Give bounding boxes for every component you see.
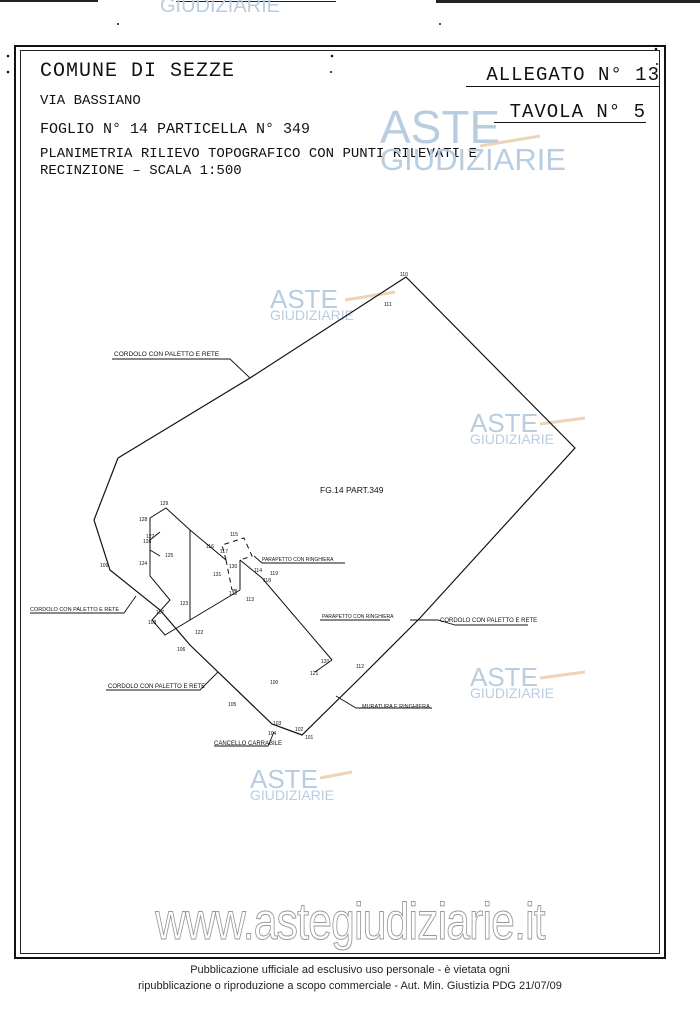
- point-label: 128: [139, 517, 148, 523]
- point-label: 107: [156, 610, 165, 616]
- callout-muratura: MURATURA E RINGHIERA: [362, 704, 430, 710]
- top-border-mid: [176, 1, 336, 2]
- top-border-right: [436, 0, 700, 3]
- comune-title: COMUNE DI SEZZE: [40, 60, 236, 83]
- point-label: 101: [305, 735, 314, 741]
- callout-leaders: [30, 358, 528, 747]
- footer-line-1: Pubblicazione ufficiale ad esclusivo uso…: [190, 964, 510, 976]
- aste-watermark-1: ASTE GIUDIZIARIE: [270, 284, 355, 323]
- point-label: 123: [180, 601, 189, 607]
- aste-watermark-large: ASTE GIUDIZIARIE: [380, 101, 567, 177]
- point-label: 110: [400, 272, 408, 278]
- dashed-lines: [221, 537, 253, 591]
- point-label: 116: [206, 544, 214, 550]
- point-label: 113: [246, 597, 254, 603]
- aste-watermark-2: ASTE GIUDIZIARIE: [470, 408, 555, 447]
- scan-specks: [6, 23, 658, 74]
- point-label: 109: [100, 563, 109, 569]
- planimetria-line-1: PLANIMETRIA RILIEVO TOPOGRAFICO CON PUNT…: [40, 146, 477, 162]
- tavola-label: TAVOLA N° 5: [509, 101, 646, 123]
- via-label: VIA BASSIANO: [40, 93, 141, 109]
- callout-parapetto-1: PARAPETTO CON RINGHIERA: [262, 557, 334, 563]
- building-outline: [149, 507, 333, 673]
- point-label: 108: [148, 620, 157, 626]
- point-label: 105: [228, 702, 237, 708]
- top-border-left: [0, 0, 98, 2]
- point-label: 104: [268, 731, 277, 737]
- tavola-underline: [494, 122, 646, 123]
- point-label: 115: [230, 532, 238, 538]
- point-label: 132: [229, 591, 238, 597]
- point-label: 131: [213, 572, 222, 578]
- footer-line-2: ripubblicazione o riproduzione a scopo c…: [138, 980, 562, 992]
- point-label: 125: [165, 553, 174, 559]
- point-label: 119: [270, 571, 278, 577]
- point-label: 124: [139, 561, 148, 567]
- point-label: 112: [356, 664, 364, 670]
- point-label: 106: [177, 647, 186, 653]
- point-label: 122: [195, 630, 204, 636]
- parcel-boundary: [93, 276, 576, 736]
- callout-cordolo-right: CORDOLO CON PALETTO E RETE: [440, 618, 537, 624]
- callout-parapetto-2: PARAPETTO CON RINGHIERA: [322, 614, 394, 620]
- top-watermark: GIUDIZIARIE: [160, 0, 281, 17]
- point-label: 103: [273, 721, 282, 727]
- point-label: 121: [310, 671, 319, 677]
- site-url-watermark: www.astegiudiziarie.it: [155, 893, 546, 952]
- point-label: 111: [384, 302, 392, 308]
- foglio-label: FOGLIO N° 14 PARTICELLA N° 349: [40, 121, 311, 138]
- point-label: 127: [146, 534, 155, 540]
- point-label: 126: [143, 539, 152, 545]
- aste-watermark-4: ASTE GIUDIZIARIE: [250, 764, 335, 803]
- point-label: 120: [321, 659, 330, 665]
- parcel-label: FG.14 PART.349: [320, 485, 384, 495]
- allegato-label: ALLEGATO N° 13: [486, 64, 660, 86]
- point-label: 118: [263, 578, 271, 584]
- callout-cordolo-top: CORDOLO CON PALETTO E RETE: [114, 351, 220, 358]
- drawing-frame-outer: [14, 45, 666, 959]
- callout-cordolo-bottom: CORDOLO CON PALETTO E RETE: [108, 684, 205, 690]
- point-label: 100: [270, 680, 279, 686]
- planimetria-line-2: RECINZIONE – SCALA 1:500: [40, 163, 242, 179]
- callout-cancello: CANCELLO CARRABILE: [214, 741, 282, 747]
- point-label: 117: [220, 549, 228, 555]
- point-label: 130: [229, 564, 238, 570]
- drawing-frame-inner: [20, 50, 660, 954]
- point-label: 102: [295, 727, 304, 733]
- aste-watermark-3: ASTE GIUDIZIARIE: [470, 662, 555, 701]
- point-label: 129: [160, 501, 169, 507]
- callout-cordolo-left: CORDOLO CON PALETTO E RETE: [30, 607, 119, 613]
- point-label: 114: [254, 568, 262, 574]
- survey-points: 110 111 129 128 127 126 125 124 109 107 …: [100, 272, 408, 741]
- gavel-icon: [319, 134, 586, 780]
- allegato-underline: [466, 86, 660, 87]
